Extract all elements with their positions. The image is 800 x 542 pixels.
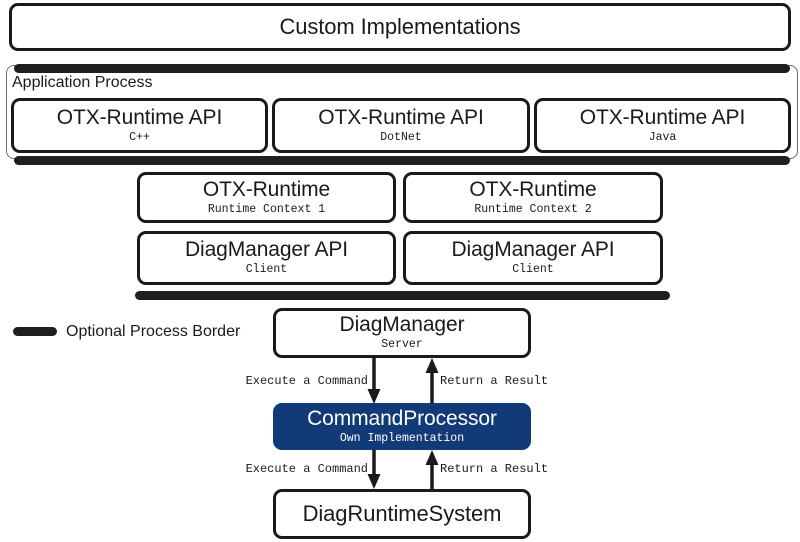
node-subtitle: Java <box>648 130 677 144</box>
process-border-bar-bottom <box>14 156 790 165</box>
node-subtitle: Runtime Context 1 <box>207 202 326 216</box>
node-title: DiagRuntimeSystem <box>302 501 502 527</box>
node-title: CommandProcessor <box>307 406 497 430</box>
node-title: DiagManager <box>339 313 465 337</box>
node-title: OTX-Runtime API <box>318 105 484 129</box>
node-otx-runtime-api-dotnet[interactable]: OTX-Runtime API DotNet <box>272 98 530 153</box>
node-subtitle: Runtime Context 2 <box>474 202 592 216</box>
node-title: OTX-Runtime API <box>579 105 746 129</box>
node-title: OTX-Runtime <box>202 177 331 201</box>
application-process-label: Application Process <box>12 74 153 91</box>
legend-process-border-swatch <box>13 327 57 336</box>
node-title: DiagManager API <box>184 238 349 262</box>
node-subtitle: Client <box>512 263 554 277</box>
node-custom-implementations[interactable]: Custom Implementations <box>9 3 791 51</box>
node-diagmanager-api-client-2[interactable]: DiagManager API Client <box>403 231 663 285</box>
node-subtitle: DotNet <box>380 130 422 144</box>
node-otx-runtime-context-2[interactable]: OTX-Runtime Runtime Context 2 <box>403 172 663 223</box>
node-diagmanager-api-client-1[interactable]: DiagManager API Client <box>137 231 396 285</box>
node-otx-runtime-api-cpp[interactable]: OTX-Runtime API C++ <box>11 98 268 153</box>
node-subtitle: Own Implementation <box>339 431 465 445</box>
arrow-label-execute-command-lower: Execute a Command <box>245 462 368 476</box>
node-subtitle: Client <box>245 263 288 277</box>
legend-process-border-label: Optional Process Border <box>66 323 241 340</box>
node-title: Custom Implementations <box>279 14 521 40</box>
node-title: OTX-Runtime API <box>56 105 223 129</box>
node-subtitle: Server <box>381 338 423 352</box>
arrow-label-return-result-lower: Return a Result <box>440 462 549 476</box>
node-otx-runtime-context-1[interactable]: OTX-Runtime Runtime Context 1 <box>137 172 396 223</box>
node-diagruntimesystem[interactable]: DiagRuntimeSystem <box>273 489 531 539</box>
node-command-processor[interactable]: CommandProcessor Own Implementation <box>273 403 531 450</box>
arrow-label-return-result-upper: Return a Result <box>440 374 549 388</box>
node-title: DiagManager API <box>451 238 615 262</box>
node-diagmanager-server[interactable]: DiagManager Server <box>273 308 531 358</box>
node-otx-runtime-api-java[interactable]: OTX-Runtime API Java <box>534 98 791 153</box>
process-border-bar-top <box>14 64 790 73</box>
node-subtitle: C++ <box>129 130 150 144</box>
process-border-bar-middle <box>135 291 670 300</box>
node-title: OTX-Runtime <box>469 177 597 201</box>
arrow-label-execute-command-upper: Execute a Command <box>245 374 368 388</box>
